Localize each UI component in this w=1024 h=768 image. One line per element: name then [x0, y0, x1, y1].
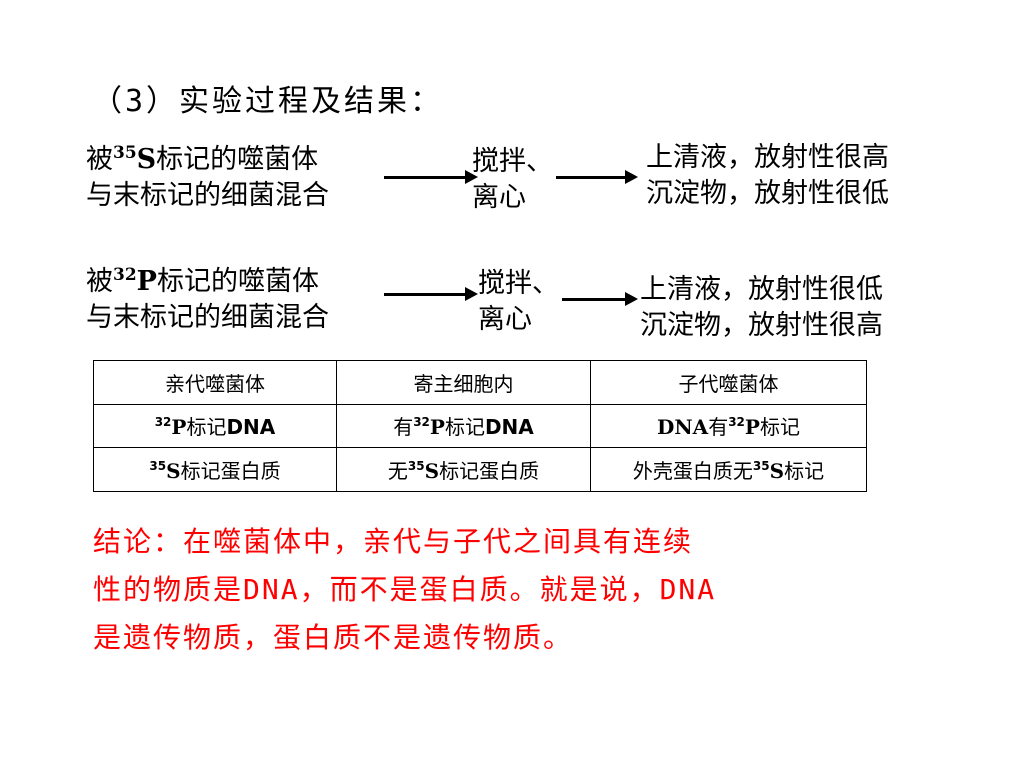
- isotope-mass: 32: [154, 415, 172, 430]
- isotope-element: S: [424, 459, 440, 484]
- isotope-element: P: [429, 415, 445, 440]
- exp2-result: 上清液，放射性很低 沉淀物，放射性很高: [640, 272, 883, 344]
- isotope-mass: 35: [149, 459, 167, 474]
- cell-text: 无: [387, 459, 408, 484]
- exp2-result-line2: 沉淀物，放射性很高: [640, 310, 883, 341]
- cell-text: 标记: [784, 459, 825, 484]
- cell-r1-host: 有32P标记DNA: [336, 403, 591, 449]
- conclusion-line3: 是遗传物质，蛋白质不是遗传物质。: [93, 621, 574, 654]
- table-row: 32P标记DNA 有32P标记DNA DNA有32P标记: [93, 403, 867, 449]
- exp2-process-line2: 离心: [478, 304, 532, 335]
- conclusion-line1: 结论：在噬菌体中，亲代与子代之间具有连续: [93, 525, 694, 558]
- exp2-subject: 被32P标记的噬菌体 与末标记的细菌混合: [86, 264, 329, 336]
- table-header-row: 亲代噬菌体 寄主细胞内 子代噬菌体: [93, 360, 867, 405]
- isotope-element: S: [166, 459, 181, 484]
- exp1-result-line2: 沉淀物，放射性很低: [646, 178, 889, 209]
- cell-text: 外壳蛋白质无: [632, 459, 753, 484]
- exp2-isotope-element: P: [136, 266, 157, 297]
- cell-text: 标记: [444, 415, 485, 440]
- exp2-result-line1: 上清液，放射性很低: [640, 274, 883, 305]
- exp2-prefix: 被: [86, 266, 113, 297]
- exp2-subject-line2: 与末标记的细菌混合: [86, 302, 329, 333]
- exp2-arrow-2: [562, 292, 638, 306]
- isotope-element: P: [171, 415, 187, 440]
- exp2-subject-rest: 标记的噬菌体: [156, 266, 319, 297]
- cell-text: 标记蛋白质: [180, 459, 281, 484]
- cell-r2-offspring: 外壳蛋白质无35S标记: [590, 447, 867, 492]
- isotope-element: S: [769, 459, 785, 484]
- cell-text-bold: DNA: [657, 415, 709, 440]
- exp2-arrow-1: [384, 287, 478, 301]
- conclusion-paragraph: 结论：在噬菌体中，亲代与子代之间具有连续 性的物质是DNA，而不是蛋白质。就是说…: [93, 518, 913, 662]
- table-row: 35S标记蛋白质 无35S标记蛋白质 外壳蛋白质无35S标记: [93, 447, 867, 492]
- exp1-prefix: 被: [86, 144, 113, 175]
- isotope-element: P: [744, 415, 760, 440]
- cell-text-bold: DNA: [226, 415, 276, 440]
- exp1-result-line1: 上清液，放射性很高: [646, 142, 889, 173]
- cell-r1-offspring: DNA有32P标记: [590, 403, 867, 449]
- exp2-process: 搅拌、 离心: [478, 266, 559, 338]
- cell-r2-host: 无35S标记蛋白质: [336, 447, 591, 492]
- section-heading: （3）实验过程及结果：: [92, 84, 444, 119]
- isotope-mass: 35: [752, 459, 770, 474]
- exp1-process-line1: 搅拌、: [472, 146, 553, 177]
- exp1-arrow-2: [556, 170, 638, 184]
- header-parent-phage: 亲代噬菌体: [93, 360, 337, 405]
- results-table: 亲代噬菌体 寄主细胞内 子代噬菌体 32P标记DNA 有32P标记DNA DNA…: [93, 360, 867, 492]
- cell-r1-parent: 32P标记DNA: [93, 403, 337, 449]
- isotope-mass: 32: [728, 415, 745, 430]
- exp1-result: 上清液，放射性很高 沉淀物，放射性很低: [646, 140, 889, 212]
- cell-text: 标记: [759, 415, 800, 440]
- header-host-cell: 寄主细胞内: [336, 360, 591, 405]
- exp1-isotope-element: S: [136, 144, 157, 175]
- header-offspring-phage: 子代噬菌体: [590, 360, 867, 405]
- cell-text: 有: [708, 415, 729, 440]
- exp1-process: 搅拌、 离心: [472, 144, 553, 216]
- exp1-subject-rest: 标记的噬菌体: [156, 144, 319, 175]
- exp1-isotope-mass: 35: [113, 143, 137, 163]
- exp1-arrow-1: [384, 170, 478, 184]
- exp2-process-line1: 搅拌、: [478, 268, 559, 299]
- isotope-mass: 35: [407, 459, 425, 474]
- cell-text: 标记: [186, 415, 227, 440]
- exp1-process-line2: 离心: [472, 182, 526, 213]
- cell-text-bold: DNA: [484, 415, 534, 440]
- isotope-mass: 32: [413, 415, 430, 430]
- cell-text: 标记蛋白质: [439, 459, 540, 484]
- exp1-subject: 被35S标记的噬菌体 与末标记的细菌混合: [86, 142, 329, 214]
- exp1-subject-line2: 与末标记的细菌混合: [86, 180, 329, 211]
- exp2-isotope-mass: 32: [113, 265, 137, 285]
- cell-r2-parent: 35S标记蛋白质: [93, 447, 337, 492]
- conclusion-line2: 性的物质是DNA，而不是蛋白质。就是说，DNA: [93, 573, 717, 606]
- cell-text: 有: [393, 415, 414, 440]
